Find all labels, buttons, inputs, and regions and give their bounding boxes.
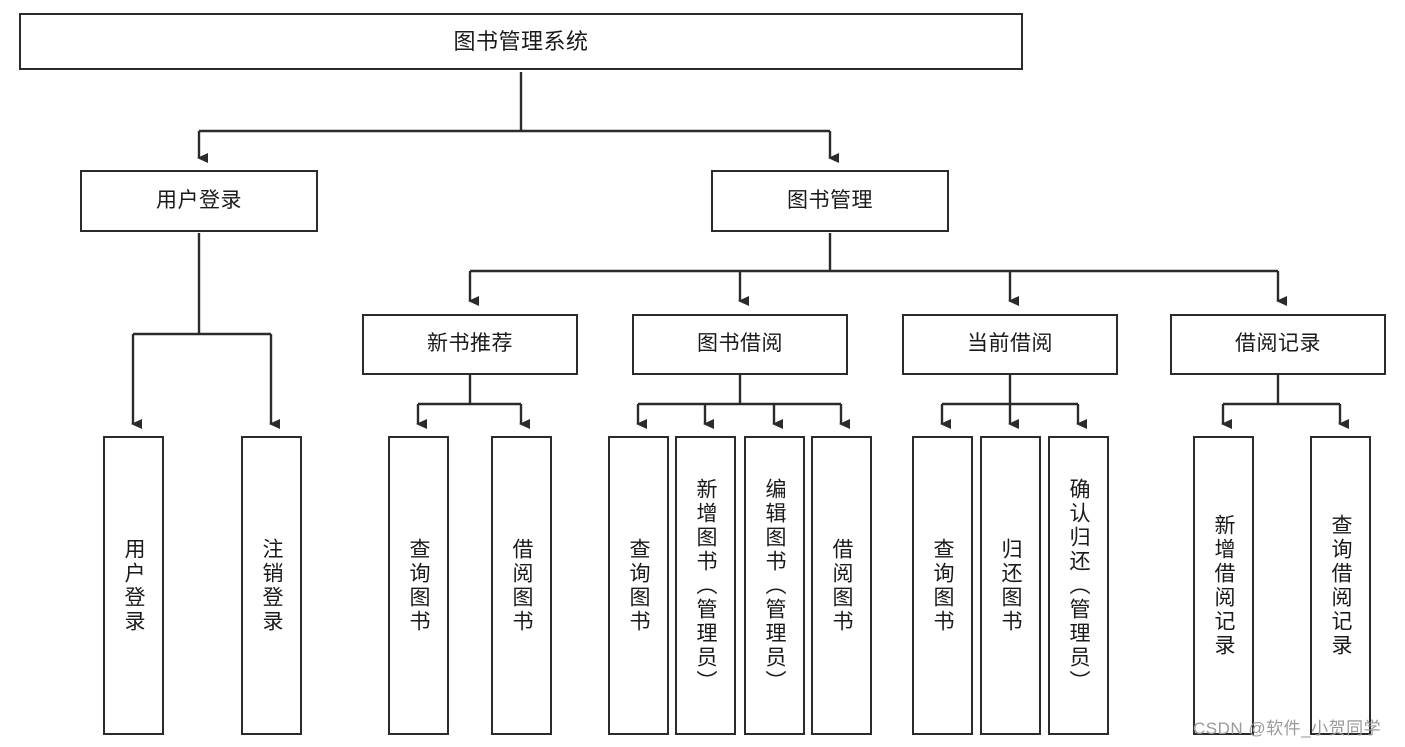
node-label: 新增借阅记录 <box>1212 513 1235 658</box>
node-label: 用户登录 <box>156 188 242 212</box>
node-leaf-query-book-current[interactable]: 查询图书 <box>912 436 973 735</box>
node-leaf-query-book-borrow[interactable]: 查询图书 <box>608 436 669 735</box>
node-label: 用户登录 <box>122 537 145 634</box>
node-label: 查询借阅记录 <box>1329 513 1352 658</box>
node-leaf-logout[interactable]: 注销登录 <box>241 436 302 735</box>
node-label: 借阅记录 <box>1235 332 1321 356</box>
node-leaf-edit-book-admin[interactable]: 编辑图书（管理员） <box>744 436 805 735</box>
node-label: 编辑图书（管理员） <box>763 477 786 694</box>
node-label: 查询图书 <box>627 537 650 634</box>
node-book-borrow[interactable]: 图书借阅 <box>632 314 848 375</box>
node-label: 注销登录 <box>260 537 283 634</box>
node-label: 新增图书（管理员） <box>694 477 717 694</box>
node-leaf-query-book-recommend[interactable]: 查询图书 <box>388 436 449 735</box>
node-label: 借阅图书 <box>510 537 533 634</box>
node-label: 图书管理 <box>787 188 873 212</box>
node-leaf-add-book-admin[interactable]: 新增图书（管理员） <box>675 436 736 735</box>
node-label: 新书推荐 <box>427 332 513 356</box>
watermark-csdn: CSDN @软件_小贺同学 <box>1193 719 1382 738</box>
node-leaf-user-login[interactable]: 用户登录 <box>103 436 164 735</box>
node-label: 图书借阅 <box>697 332 783 356</box>
node-leaf-query-borrow-record[interactable]: 查询借阅记录 <box>1310 436 1371 735</box>
node-leaf-borrow-book-recommend[interactable]: 借阅图书 <box>491 436 552 735</box>
node-leaf-return-book[interactable]: 归还图书 <box>980 436 1041 735</box>
node-label: 借阅图书 <box>830 537 853 634</box>
node-label: 查询图书 <box>407 537 430 634</box>
node-new-book-recommend[interactable]: 新书推荐 <box>362 314 578 375</box>
node-leaf-confirm-return-admin[interactable]: 确认归还（管理员） <box>1048 436 1109 735</box>
node-book-management[interactable]: 图书管理 <box>711 170 949 232</box>
node-leaf-borrow-book[interactable]: 借阅图书 <box>811 436 872 735</box>
node-current-borrow[interactable]: 当前借阅 <box>902 314 1118 375</box>
node-label: 当前借阅 <box>967 332 1053 356</box>
node-label: 查询图书 <box>931 537 954 634</box>
node-root-book-management-system[interactable]: 图书管理系统 <box>19 13 1023 70</box>
node-user-login[interactable]: 用户登录 <box>80 170 318 232</box>
node-label: 图书管理系统 <box>453 28 589 54</box>
node-leaf-add-borrow-record[interactable]: 新增借阅记录 <box>1193 436 1254 735</box>
node-label: 确认归还（管理员） <box>1067 477 1090 694</box>
node-borrow-record[interactable]: 借阅记录 <box>1170 314 1386 375</box>
node-label: 归还图书 <box>999 537 1022 634</box>
